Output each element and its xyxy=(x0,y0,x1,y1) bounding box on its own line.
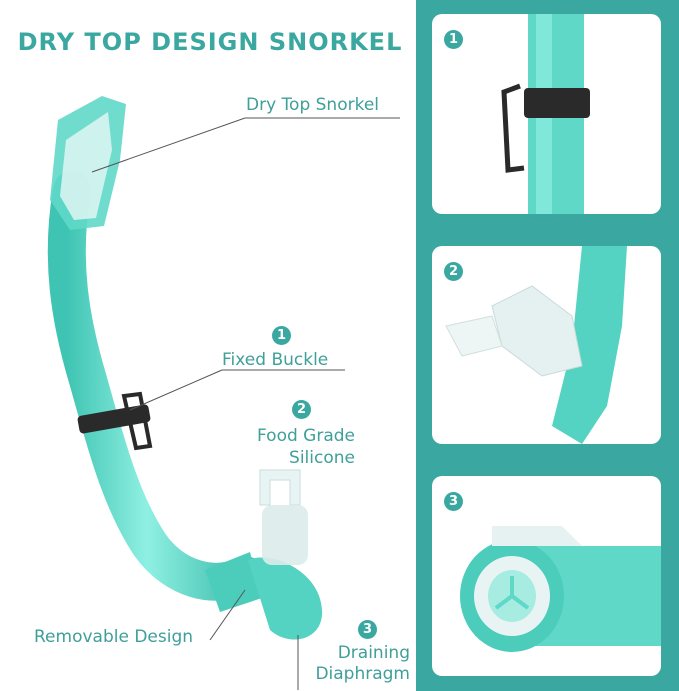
label-food-grade-line1: Food Grade xyxy=(257,426,355,446)
badge-card-1: 1 xyxy=(444,30,463,49)
badge-card-3: 3 xyxy=(444,492,463,511)
badge-2: 2 xyxy=(292,400,311,419)
mouthpiece-closeup xyxy=(445,246,627,444)
draining-diaphragm xyxy=(248,557,323,640)
detail-card-mouthpiece: 2 xyxy=(432,246,661,444)
label-food-grade-line2: Silicone xyxy=(289,448,355,468)
page-title: DRY TOP DESIGN SNORKEL xyxy=(17,28,403,56)
label-fixed-buckle: Fixed Buckle xyxy=(222,350,329,370)
label-draining-line2: Diaphragm xyxy=(315,664,410,684)
label-removable-design: Removable Design xyxy=(34,627,194,647)
diaphragm-closeup xyxy=(460,526,661,652)
label-draining-line1: Draining xyxy=(337,643,410,663)
label-dry-top-snorkel: Dry Top Snorkel xyxy=(246,95,380,115)
mouthpiece xyxy=(259,469,301,506)
detail-card-buckle: 1 xyxy=(432,14,661,214)
badge-card-2: 2 xyxy=(444,262,463,281)
snorkel-tube xyxy=(47,171,264,601)
removable-joint xyxy=(205,552,262,612)
detail-card-diaphragm: 3 xyxy=(432,476,661,676)
badge-3: 3 xyxy=(358,620,377,639)
buckle-closeup xyxy=(501,14,590,214)
snorkel-illustration xyxy=(47,96,400,690)
badge-1: 1 xyxy=(272,326,291,345)
fixed-buckle-clip xyxy=(77,404,151,434)
